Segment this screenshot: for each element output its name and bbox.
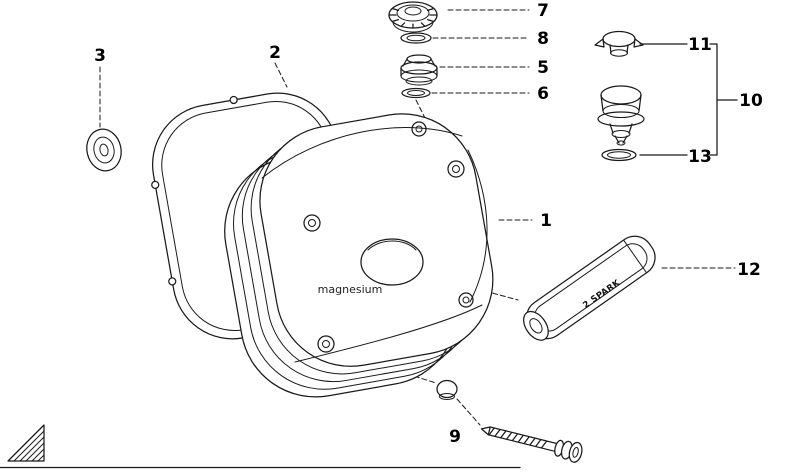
oil-filler-neck xyxy=(411,121,427,137)
callout-3[interactable]: 3 xyxy=(94,46,106,66)
spark-plug-cover: 2 SPARK xyxy=(523,235,656,341)
rubber-grommet xyxy=(400,54,438,86)
callout-7[interactable]: 7 xyxy=(537,1,549,21)
callout-8[interactable]: 8 xyxy=(537,29,549,49)
spark-plug-recess xyxy=(360,238,424,286)
gasket-tab xyxy=(168,277,177,286)
gasket-tab xyxy=(151,180,160,189)
cap-knurling xyxy=(388,7,438,29)
centerline-screw-lower xyxy=(456,398,481,426)
callout-bracket xyxy=(639,43,738,156)
gasket-tab xyxy=(229,95,238,105)
cover-fins xyxy=(224,113,494,398)
callout-12[interactable]: 12 xyxy=(737,260,761,280)
callout-6[interactable]: 6 xyxy=(537,84,549,104)
screw-threads xyxy=(488,427,547,449)
sealing-ring xyxy=(400,32,432,44)
cover-contour-right xyxy=(467,149,488,303)
cylinder-head-cover: magnesium xyxy=(224,113,494,398)
callout-1[interactable]: 1 xyxy=(540,211,552,231)
vent-valve xyxy=(594,30,644,57)
oil-filler-cap xyxy=(388,1,438,33)
o-ring-small xyxy=(601,148,637,162)
leader-line-2 xyxy=(274,62,288,88)
dome-nut xyxy=(436,379,458,400)
callout-10[interactable]: 10 xyxy=(739,91,763,111)
callout-11[interactable]: 11 xyxy=(688,35,712,55)
callout-9[interactable]: 9 xyxy=(449,427,461,447)
round-seal xyxy=(86,128,122,172)
cover-contour-top xyxy=(261,127,463,179)
callout-13[interactable]: 13 xyxy=(688,147,712,167)
bolt-bosses xyxy=(303,160,474,353)
corner-hatch-mark xyxy=(7,424,45,462)
callout-2[interactable]: 2 xyxy=(269,43,281,63)
callout-5[interactable]: 5 xyxy=(537,58,549,78)
o-ring xyxy=(401,87,431,99)
callouts: 1 2 3 5 6 7 8 9 10 11 12 13 xyxy=(94,1,763,447)
cover-cast-text: magnesium xyxy=(318,283,383,296)
cover-screw xyxy=(480,426,583,463)
cover-contour-bottom xyxy=(294,304,483,363)
spark-plug-connector xyxy=(597,85,645,146)
